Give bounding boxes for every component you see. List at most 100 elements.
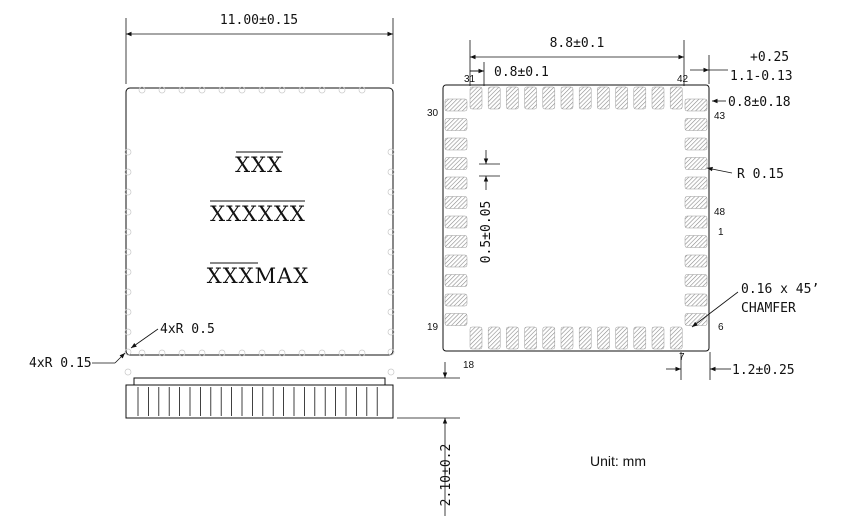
bottom-pad	[684, 98, 708, 112]
top-view-pad-scallops	[124, 86, 395, 376]
pin-1-label: 1	[718, 227, 724, 238]
bottom-pad	[651, 326, 665, 350]
scallop	[298, 349, 306, 357]
chamfer-text-label: CHAMFER	[741, 301, 796, 316]
bottom-pad	[684, 254, 708, 268]
side-view: 2.10±0.2	[125, 362, 460, 516]
scallop	[338, 349, 346, 357]
scallop	[124, 228, 132, 236]
corner-body-radius-label: 4xR 0.15	[29, 356, 92, 371]
bottom-pad	[524, 86, 537, 110]
edge-dimension: 1.1-0.13	[730, 69, 793, 84]
scallop	[387, 188, 395, 196]
side-height-dimension: 2.10±0.2	[439, 444, 454, 507]
scallop	[387, 308, 395, 316]
scallop	[358, 86, 366, 94]
bottom-pad	[597, 86, 610, 110]
bottom-pad	[578, 86, 592, 110]
scallop	[338, 86, 346, 94]
pin-43-label: 43	[714, 111, 726, 122]
pin-30-label: 30	[427, 108, 439, 119]
pad-pitch-dimension: 0.8±0.1	[494, 65, 549, 80]
pin-31-label: 31	[464, 74, 476, 85]
scallop	[124, 168, 132, 176]
bottom-pad	[560, 86, 574, 110]
bottom-pad	[469, 326, 483, 350]
scallop	[238, 349, 246, 357]
bottom-pad	[684, 118, 708, 131]
bottom-view-pads	[444, 86, 708, 350]
scallop	[387, 328, 395, 336]
scallop	[387, 348, 395, 356]
bottom-pad	[487, 86, 501, 110]
scallop	[138, 349, 146, 357]
bottom-pad	[444, 235, 468, 248]
scallop	[124, 348, 132, 356]
scallop	[298, 86, 306, 94]
pin-18-label: 18	[463, 360, 475, 371]
bottom-pad	[444, 313, 468, 326]
scallop	[218, 349, 226, 357]
bottom-pad	[684, 176, 708, 190]
top-width-dimension: 11.00±0.15	[220, 13, 298, 28]
bottom-pad	[684, 215, 708, 229]
bottom-pad	[444, 215, 468, 229]
scallop	[198, 349, 206, 357]
scallop	[387, 268, 395, 276]
top-view: 11.00±0.15 XXX XXXXXX XXXMAX 4xR 0.5 4xR…	[29, 13, 395, 376]
pin-19-label: 19	[427, 322, 439, 333]
bottom-pad	[684, 157, 708, 170]
scallop	[124, 268, 132, 276]
corner-pad-radius-label: 4xR 0.5	[160, 322, 215, 337]
scallop	[387, 208, 395, 216]
pad-span-dimension: 8.8±0.1	[550, 36, 605, 51]
bottom-pad	[444, 176, 468, 190]
bottom-pad	[633, 86, 647, 110]
pad-width-dimension: 0.8±0.18	[728, 95, 791, 110]
scallop	[158, 86, 166, 94]
bottom-view-body	[442, 84, 710, 352]
pin-7-label: 7	[679, 352, 685, 363]
pin-6-label: 6	[718, 322, 724, 333]
bottom-pad	[542, 86, 556, 110]
bottom-pad	[684, 293, 708, 307]
bottom-pad	[506, 86, 519, 110]
scallop	[387, 248, 395, 256]
bottom-pad	[560, 326, 574, 350]
scallop	[124, 328, 132, 336]
bottom-pad	[444, 196, 468, 209]
scallop	[318, 349, 326, 357]
unit-label: Unit: mm	[590, 453, 646, 469]
bottom-pad	[615, 326, 628, 350]
pad-radius-label: R 0.15	[737, 167, 784, 182]
scallop	[387, 288, 395, 296]
bottom-pad	[444, 118, 468, 131]
bottom-pad	[469, 86, 483, 110]
scallop	[218, 86, 226, 94]
bottom-pad	[444, 274, 468, 287]
bottom-pad	[684, 196, 708, 209]
scallop	[124, 288, 132, 296]
pad-gap-dimension: 0.5±0.05	[479, 201, 494, 264]
bottom-pad	[444, 98, 468, 112]
scallop	[124, 308, 132, 316]
bottom-pad	[506, 326, 519, 350]
scallop	[124, 368, 132, 376]
scallop	[238, 86, 246, 94]
bottom-view: 8.8±0.1 0.8±0.1 +0.25 1.1-0.13 0.8±0.18 …	[427, 36, 819, 380]
scallop	[387, 228, 395, 236]
bottom-pad	[615, 86, 628, 110]
scallop	[178, 86, 186, 94]
bottom-pad	[633, 326, 647, 350]
bottom-pad	[669, 326, 683, 350]
bottom-pad	[444, 254, 468, 268]
scallop	[387, 368, 395, 376]
marking-line-2: XXXXXX	[210, 202, 306, 226]
bottom-pad	[578, 326, 592, 350]
scallop	[258, 86, 266, 94]
bottom-pad	[651, 86, 665, 110]
scallop	[258, 349, 266, 357]
side-view-leads	[137, 387, 378, 416]
bottom-pad	[524, 326, 537, 350]
